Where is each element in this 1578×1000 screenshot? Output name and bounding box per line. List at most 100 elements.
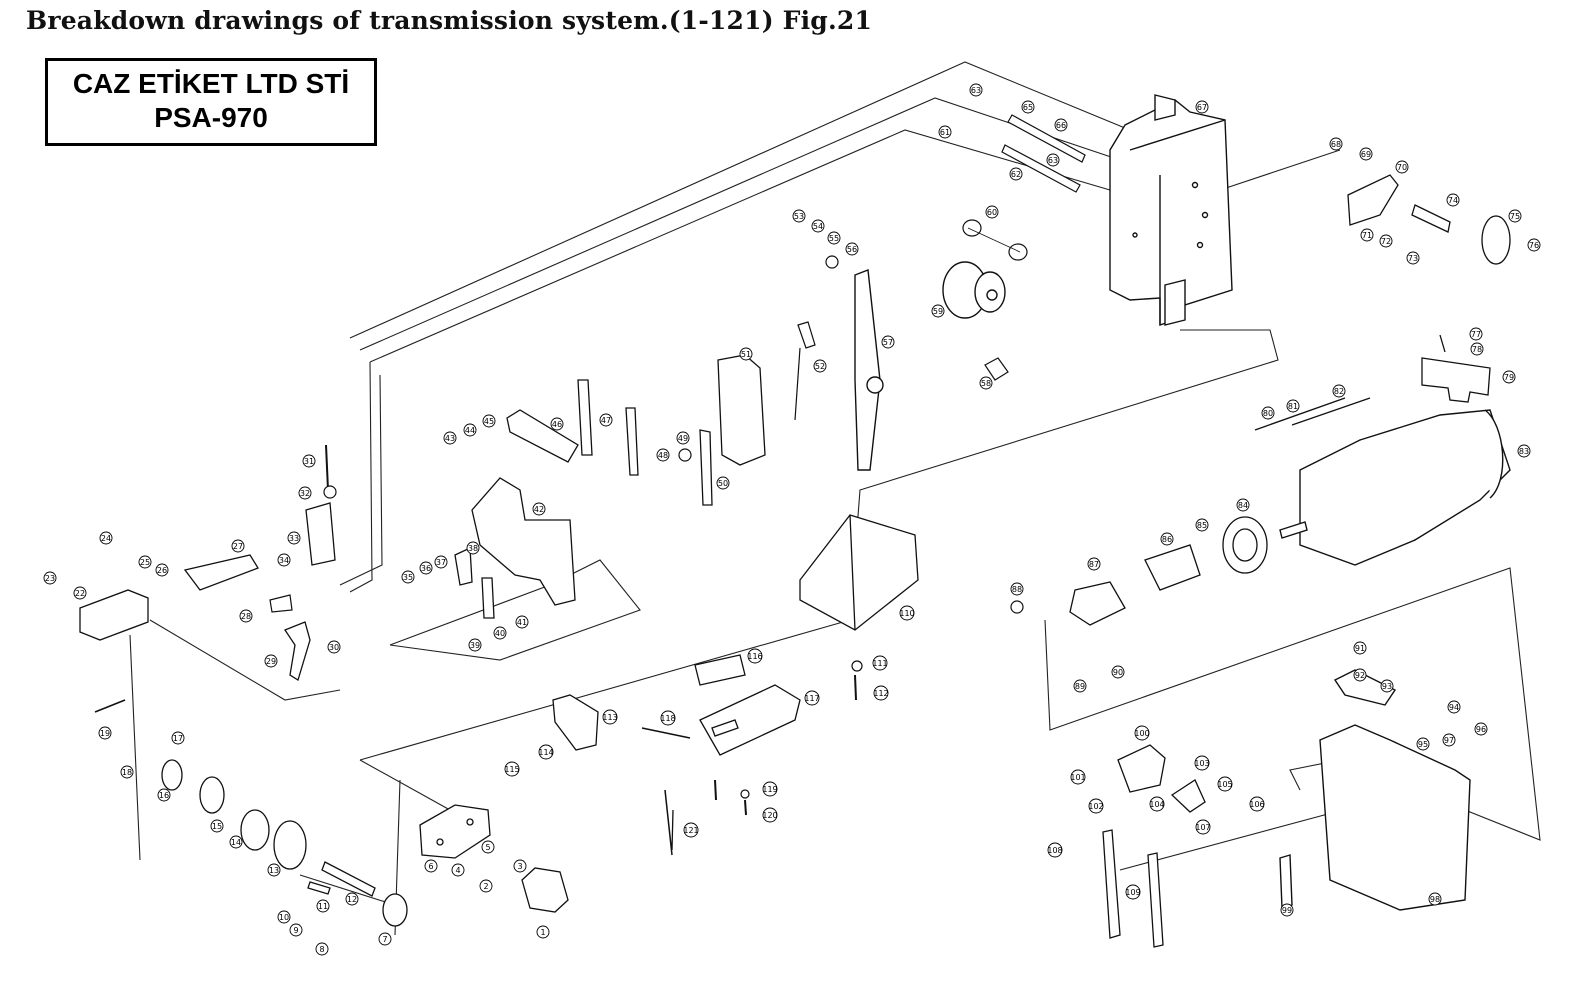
- plates-116-117: [694, 654, 801, 756]
- part-number: 105: [1217, 780, 1232, 789]
- part-label-79: 79: [1502, 370, 1516, 384]
- part-number: 27: [233, 542, 243, 551]
- part-label-50: 50: [716, 476, 730, 490]
- part-label-4: 4: [451, 863, 465, 877]
- part-label-49: 49: [676, 431, 690, 445]
- part-number: 116: [747, 652, 762, 661]
- part-balloon: [515, 615, 529, 629]
- part-label-24: 24: [99, 531, 113, 545]
- part-label-22: 22: [73, 586, 87, 600]
- part-label-51: 51: [739, 347, 753, 361]
- part-balloon: [315, 942, 329, 956]
- part-number: 37: [436, 558, 446, 567]
- part-balloon: [1010, 582, 1024, 596]
- part-balloon: [1073, 679, 1087, 693]
- brand-model: PSA-970: [154, 102, 268, 133]
- part-balloon: [1502, 370, 1516, 384]
- part-balloon: [231, 539, 245, 553]
- part-balloon: [1360, 228, 1374, 242]
- part-balloon: [804, 690, 820, 706]
- part-label-33: 33: [287, 531, 301, 545]
- part-balloon: [327, 640, 341, 654]
- part-number: 52: [815, 362, 825, 371]
- part-balloon: [536, 925, 550, 939]
- part-number: 121: [683, 826, 698, 835]
- part-label-117: 117: [804, 690, 820, 706]
- part-balloon: [938, 125, 952, 139]
- part-label-59: 59: [931, 304, 945, 318]
- part-label-84: 84: [1236, 498, 1250, 512]
- part-balloon: [1428, 892, 1442, 906]
- part-label-97: 97: [1442, 733, 1456, 747]
- part-number: 63: [971, 86, 981, 95]
- part-number: 91: [1355, 644, 1365, 653]
- part-balloon: [1070, 769, 1086, 785]
- part-number: 4: [455, 866, 460, 875]
- part-number: 43: [445, 434, 455, 443]
- part-label-76: 76: [1527, 238, 1541, 252]
- part-label-120: 120: [762, 807, 778, 823]
- part-label-18: 18: [120, 765, 134, 779]
- part-balloon: [716, 476, 730, 490]
- part-number: 40: [495, 629, 505, 638]
- lever-57: [854, 269, 884, 471]
- housing-110: [799, 514, 919, 631]
- frame-assembly: [1109, 94, 1233, 326]
- part-number: 54: [813, 222, 823, 231]
- part-label-108: 108: [1047, 842, 1063, 858]
- part-balloon: [1194, 755, 1210, 771]
- part-label-103: 103: [1194, 755, 1210, 771]
- part-balloon: [656, 448, 670, 462]
- part-number: 12: [347, 895, 357, 904]
- part-label-40: 40: [493, 626, 507, 640]
- part-balloon: [1442, 733, 1456, 747]
- part-number: 6: [428, 862, 433, 871]
- part-number: 80: [1263, 409, 1273, 418]
- part-label-63: 63: [1046, 153, 1060, 167]
- plates-46-47: [506, 379, 713, 506]
- part-label-6: 6: [424, 859, 438, 873]
- part-balloon: [873, 685, 889, 701]
- part-label-72: 72: [1379, 234, 1393, 248]
- part-label-69: 69: [1359, 147, 1373, 161]
- brand-company: CAZ ETİKET LTD STİ: [72, 68, 350, 99]
- part-balloon: [493, 626, 507, 640]
- part-number: 14: [231, 838, 241, 847]
- part-label-106: 106: [1249, 796, 1265, 812]
- part-balloon: [1470, 342, 1484, 356]
- part-label-119: 119: [762, 781, 778, 797]
- part-label-15: 15: [210, 819, 224, 833]
- part-label-87: 87: [1087, 557, 1101, 571]
- part-balloon: [1087, 557, 1101, 571]
- part-label-105: 105: [1217, 776, 1233, 792]
- part-label-89: 89: [1073, 679, 1087, 693]
- part-balloon: [1054, 118, 1068, 132]
- part-number: 75: [1510, 212, 1520, 221]
- part-balloon: [316, 899, 330, 913]
- part-number: 100: [1134, 729, 1149, 738]
- part-balloon: [602, 709, 618, 725]
- part-balloon: [1047, 842, 1063, 858]
- part-label-29: 29: [264, 654, 278, 668]
- part-label-62: 62: [1009, 167, 1023, 181]
- part-balloon: [550, 417, 564, 431]
- part-balloon: [378, 932, 392, 946]
- part-balloon: [1379, 234, 1393, 248]
- part-balloon: [1134, 725, 1150, 741]
- coupling-84-87: [1069, 516, 1268, 626]
- part-balloon: [468, 638, 482, 652]
- part-label-60: 60: [985, 205, 999, 219]
- part-balloon: [532, 502, 546, 516]
- part-number: 50: [718, 479, 728, 488]
- part-label-2: 2: [479, 879, 493, 893]
- bracket-42: [454, 477, 576, 619]
- part-label-11: 11: [316, 899, 330, 913]
- part-label-28: 28: [239, 609, 253, 623]
- part-balloon: [229, 835, 243, 849]
- part-label-65: 65: [1021, 100, 1035, 114]
- part-labels: 1234567891011121314151617181922232425262…: [43, 83, 1541, 956]
- part-number: 29: [266, 657, 276, 666]
- part-balloon: [931, 304, 945, 318]
- part-label-41: 41: [515, 615, 529, 629]
- part-number: 25: [140, 558, 150, 567]
